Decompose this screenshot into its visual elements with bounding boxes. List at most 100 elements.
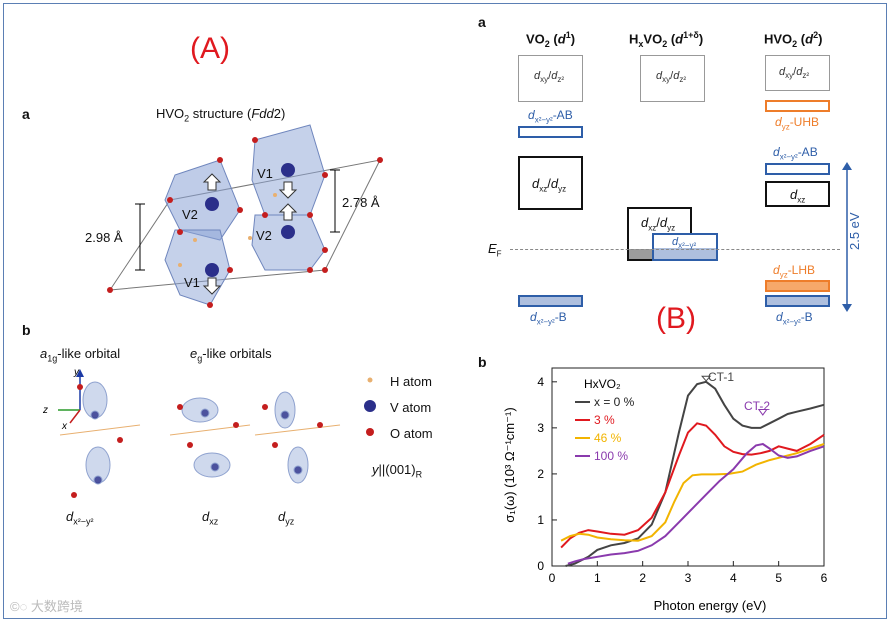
- down-arrow: [278, 181, 298, 199]
- watermark-logo: ©◌ 大数跨境: [10, 599, 83, 614]
- label-hvo2-ab: dx²−y²-AB: [773, 145, 818, 162]
- x-tick-label: 5: [775, 571, 782, 585]
- orbital-label-dyz: dyz: [278, 509, 295, 527]
- box-vo2-ab: [518, 126, 583, 138]
- label-hvo2-uhb: dyz-UHB: [775, 115, 820, 132]
- unit-cell-outline: [109, 159, 381, 291]
- label-hvo2-dxy: dxy/dz²: [779, 66, 809, 81]
- bonds: [59, 424, 341, 436]
- up-arrow: [278, 203, 298, 221]
- x-tick-label: 1: [594, 571, 601, 585]
- v-atom: [205, 263, 219, 277]
- figure-frame: [3, 3, 887, 619]
- box-hvo2-dxy: [765, 55, 830, 91]
- x-tick-label: 2: [639, 571, 646, 585]
- v-atom: [205, 197, 219, 211]
- label-hvo2-dxz: dxz: [790, 187, 806, 205]
- column-hvo2: HVO2 (d2): [764, 30, 823, 49]
- box-hvo2-dxz: [765, 181, 830, 207]
- atom-label-v1-left: V1: [184, 275, 200, 290]
- atom-label-v2-right: V2: [256, 228, 272, 243]
- axis-x: x: [61, 421, 68, 432]
- label-hxvo2-dxy: dxy/dz²: [656, 70, 686, 85]
- axis-note: y||(001)R: [372, 462, 423, 480]
- a1g-title: a1g-like orbital: [40, 346, 121, 364]
- gap-label: 2.5 eV: [847, 212, 862, 250]
- box-hvo2-lhb: [765, 280, 830, 292]
- label-vo2-dxzdyz: dxz/dyz: [532, 176, 567, 194]
- crystal-structure-svg: [107, 124, 383, 308]
- h-atoms: [178, 193, 277, 267]
- annotation-ct1: CT-1: [708, 370, 734, 384]
- distance-right: 2.78 Å: [342, 195, 380, 210]
- legend-entry: 3 %: [594, 413, 615, 427]
- atom-label-v1-right: V1: [257, 166, 273, 181]
- box-hvo2-uhb: [765, 100, 830, 112]
- panel-b-letter: b: [22, 322, 31, 338]
- y-tick-label: 1: [537, 513, 544, 527]
- y-tick-label: 2: [537, 467, 544, 481]
- box-vo2-dxy: [518, 55, 583, 102]
- optical-conductivity-chart: 0 1 2 3 4 5 6 0 1 2 3 4 x = 0 % 3 % 46 % 100 % Photon e…: [502, 367, 828, 613]
- y-axis-arrow: [76, 369, 84, 377]
- legend-entry: 100 %: [594, 449, 628, 463]
- box-vo2-b: [518, 295, 583, 307]
- series-line: [567, 442, 825, 565]
- box-hvo2-b: [765, 295, 830, 307]
- dyz-orbital: [274, 391, 309, 484]
- up-arrow: [202, 173, 222, 191]
- label-hxvo2-dxzdyz: dxz/dyz: [641, 215, 676, 233]
- label-B: (B): [656, 302, 696, 335]
- orbital-figure-svg: y z x: [42, 367, 341, 498]
- legend-entry: x = 0 %: [594, 395, 635, 409]
- box-hvo2-ab: [765, 163, 830, 175]
- v-atom: [281, 225, 295, 239]
- y-tick-label: 0: [537, 559, 544, 573]
- panel-a-letter: a: [22, 106, 30, 122]
- annotation-ct2: CT-2: [744, 399, 770, 413]
- axis-y: y: [73, 367, 80, 378]
- x-tick-label: 0: [549, 571, 556, 585]
- label-vo2-ab: dx²−y²-AB: [528, 108, 573, 125]
- fermi-level-line: [510, 249, 840, 250]
- v-atom-marker: [364, 400, 376, 412]
- legend-h-atom: H atom: [390, 374, 432, 389]
- legend-o-atom: O atom: [390, 426, 433, 441]
- legend-v-atom: V atom: [390, 400, 432, 415]
- fermi-level-label: EF: [488, 241, 502, 259]
- x-tick-label: 3: [685, 571, 692, 585]
- orbital-o-atoms: [71, 384, 323, 498]
- v-atom: [281, 163, 295, 177]
- atom-legend-markers: [364, 377, 376, 436]
- a1g-orbital: [82, 381, 111, 485]
- box-hxvo2-dxy: [640, 55, 705, 102]
- series-line: [560, 422, 825, 549]
- x-tick-label: 6: [821, 571, 828, 585]
- orbital-label-dx2y2: dx²−y²: [66, 509, 94, 527]
- column-vo2: VO2 (d1): [526, 30, 576, 49]
- o-atoms: [107, 137, 383, 308]
- h-atom-marker: [367, 377, 373, 383]
- label-vo2-b: dx²−y²-B: [530, 310, 567, 327]
- x-tick-label: 4: [730, 571, 737, 585]
- octahedron: [164, 159, 241, 241]
- distance-left: 2.98 Å: [85, 230, 123, 245]
- structure-title: HVO2 structure (Fdd2): [156, 106, 286, 124]
- ct1-marker: [701, 375, 712, 382]
- down-arrow: [202, 277, 222, 295]
- octahedron: [164, 229, 231, 306]
- label-vo2-dxy: dxy/dz²: [534, 70, 564, 85]
- label-hvo2-b: dx²−y²-B: [776, 310, 813, 327]
- y-tick-label: 4: [537, 375, 544, 389]
- panel-b-right-letter: b: [478, 354, 487, 370]
- legend-entry: 46 %: [594, 431, 622, 445]
- label-A: (A): [190, 32, 230, 65]
- eg-title: eg-like orbitals: [190, 346, 272, 364]
- y-tick-label: 3: [537, 421, 544, 435]
- dxz-orbital: [181, 397, 231, 478]
- y-axis-label: σ₁(ω) (10³ Ω⁻¹cm⁻¹): [502, 407, 517, 522]
- ct2-marker: [757, 408, 768, 416]
- axis-z: z: [42, 405, 48, 416]
- legend-title: HxVO₂: [584, 377, 621, 391]
- x-axis-label: Photon energy (eV): [654, 598, 767, 613]
